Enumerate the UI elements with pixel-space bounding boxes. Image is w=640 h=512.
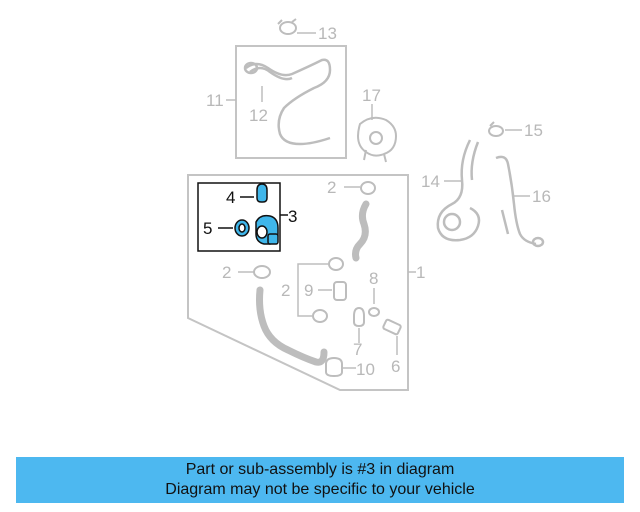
callout-14: 14 <box>421 172 440 191</box>
clamp-2-icon <box>360 181 376 195</box>
parts-diagram: 13 12 11 17 15 14 16 2 <box>187 18 551 391</box>
callout-6: 6 <box>391 357 400 376</box>
valve-9-icon <box>312 257 347 323</box>
callout-11: 11 <box>206 91 224 110</box>
callout-12: 12 <box>249 106 268 125</box>
hose-12-icon <box>243 58 332 146</box>
banner-line-1: Part or sub-assembly is #3 in diagram <box>185 461 455 478</box>
callout-8: 8 <box>369 269 378 288</box>
callout-7: 7 <box>353 340 362 359</box>
pump-17-icon <box>357 116 398 163</box>
callout-2b: 2 <box>222 263 231 282</box>
hose-long-icon <box>256 286 328 366</box>
clip-7-icon <box>353 306 365 328</box>
assembly-outline <box>187 174 409 391</box>
line-16-icon <box>495 155 545 248</box>
cap-10-icon <box>325 356 343 378</box>
sensor-6-icon <box>382 318 402 336</box>
callout-1: 1 <box>416 263 425 282</box>
callout-5: 5 <box>203 219 212 238</box>
callout-13: 13 <box>318 24 337 43</box>
info-banner: Part or sub-assembly is #3 in diagram Di… <box>16 457 624 503</box>
callout-10: 10 <box>356 360 375 379</box>
callout-2c: 2 <box>281 281 290 300</box>
clamp-2b-icon <box>253 265 271 279</box>
hose-14-icon <box>436 139 481 242</box>
callout-4: 4 <box>226 188 235 207</box>
subassembly-box-11 <box>235 45 347 159</box>
callout-16: 16 <box>532 187 551 206</box>
clip-4-icon <box>256 183 268 203</box>
banner-line-2: Diagram may not be specific to your vehi… <box>165 481 475 498</box>
hose-short-icon <box>352 200 370 262</box>
callout-17: 17 <box>362 86 381 105</box>
callout-9: 9 <box>304 281 313 300</box>
seal-5-icon <box>234 219 250 237</box>
callout-15: 15 <box>524 121 543 140</box>
callout-2a: 2 <box>327 178 336 197</box>
clamp-15-icon <box>488 121 504 137</box>
connector-3-icon <box>255 214 279 245</box>
callout-3: 3 <box>288 207 297 226</box>
highlight-box-3 <box>197 182 281 252</box>
sensor-8-icon <box>368 307 380 317</box>
clamp-13-icon <box>277 18 298 35</box>
bracket-2c <box>297 263 312 317</box>
